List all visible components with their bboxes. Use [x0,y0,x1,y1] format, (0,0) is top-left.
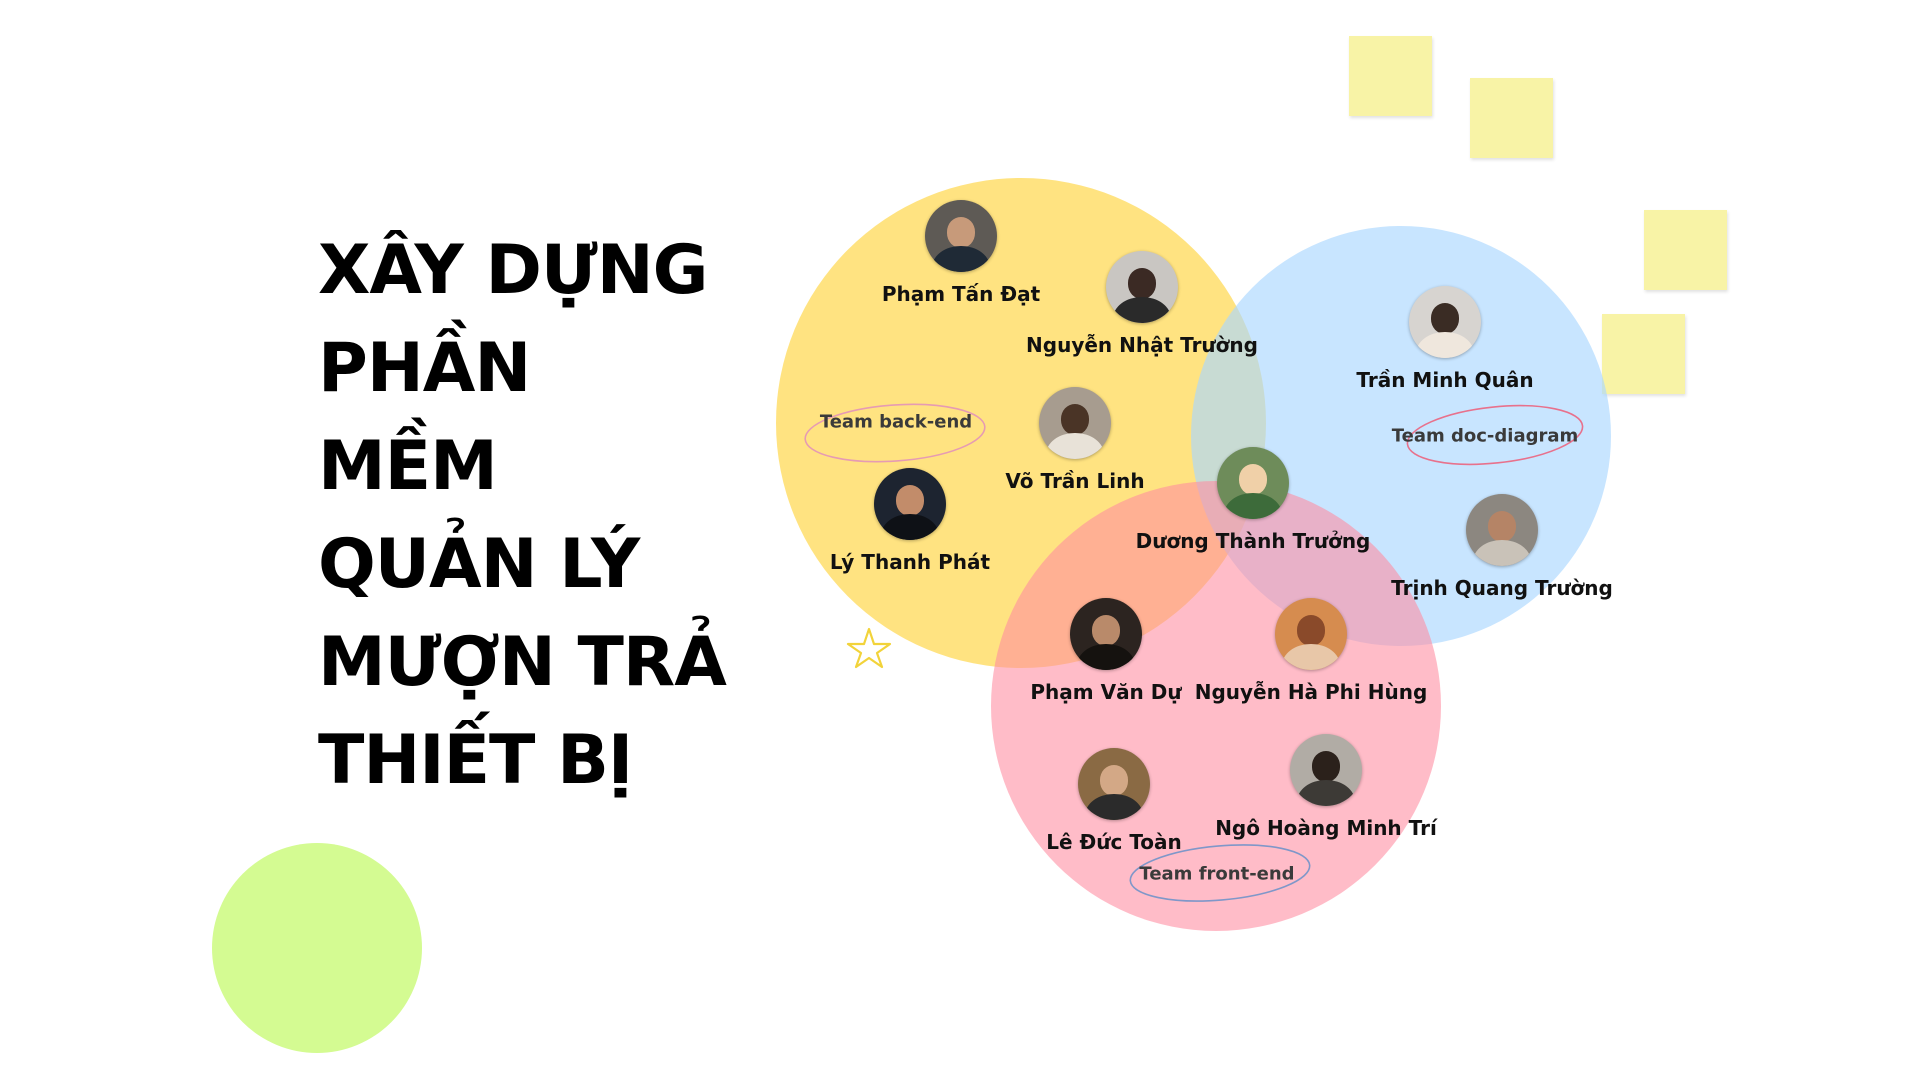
title-line: THIẾT BỊ [318,721,633,800]
title-line: XÂY DỰNG [318,231,708,310]
avatar [1217,447,1289,519]
member-name: Ngô Hoàng Minh Trí [1215,816,1437,840]
avatar [1106,251,1178,323]
sticky-note [1602,314,1685,394]
member-name: Nguyễn Hà Phi Hùng [1194,680,1428,704]
avatar [874,468,946,540]
avatar [1070,598,1142,670]
member-name: Võ Trần Linh [1005,469,1145,493]
doc-diagram-scribble [1406,404,1584,466]
star-doodle-icon [846,627,892,669]
avatar [1275,598,1347,670]
team-frontend-circle [991,481,1441,931]
member-name: Lê Đức Toàn [1046,830,1182,854]
title-line: PHẦN [318,329,531,408]
member-name: Trịnh Quang Trường [1391,576,1613,600]
team-frontend-label: Team front-end [1139,863,1295,885]
green-circle [212,843,422,1053]
member-name: Trần Minh Quân [1356,368,1534,392]
avatar [1409,286,1481,358]
avatar [1039,387,1111,459]
avatar [1290,734,1362,806]
slide-title: XÂY DỰNG PHẦN MỀM QUẢN LÝ MƯỢN TRẢ THIẾT… [318,222,738,810]
team-doc-diagram-label: Team doc-diagram [1391,425,1579,447]
avatar [1466,494,1538,566]
member-name: Phạm Văn Dự [1030,680,1182,704]
member-name: Dương Thành Trưởng [1135,529,1371,553]
frontend-scribble [1129,844,1311,902]
title-line: MỀM [318,427,498,506]
sticky-note [1644,210,1727,290]
sticky-note [1349,36,1432,116]
member-name: Phạm Tấn Đạt [881,282,1041,306]
avatar [925,200,997,272]
team-backend-label: Team back-end [819,411,973,433]
member-name: Nguyễn Nhật Trường [1026,333,1258,357]
member-name: Lý Thanh Phát [829,550,991,574]
avatar [1078,748,1150,820]
sticky-note [1470,78,1553,158]
title-line: MƯỢN TRẢ [318,623,727,702]
backend-scribble [804,403,986,463]
title-line: QUẢN LÝ [318,525,640,604]
